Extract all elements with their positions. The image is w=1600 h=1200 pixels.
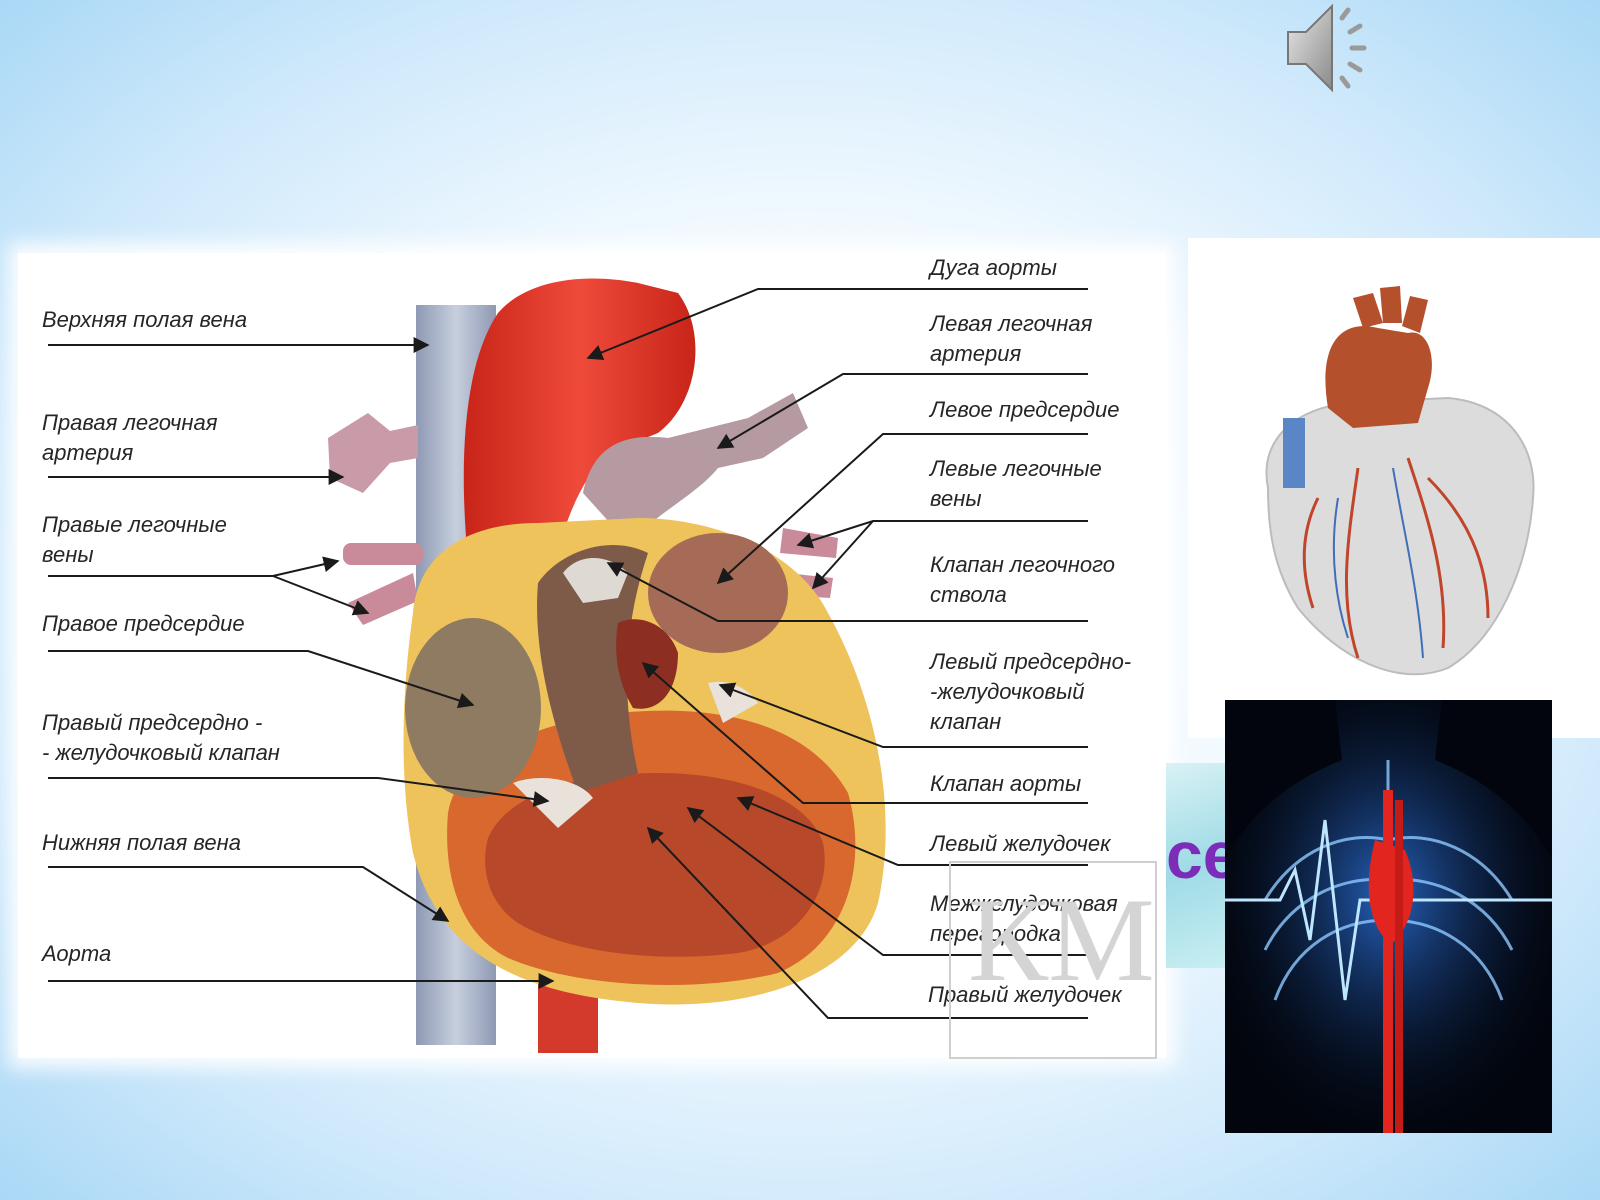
leader-line <box>686 807 1088 956</box>
right-pulmonary-vein-shape <box>343 543 423 565</box>
label-superior-vena-cava: Верхняя полая вена <box>42 307 248 332</box>
leader-line <box>272 575 370 616</box>
right-pulmonary-vein-shape <box>348 573 418 625</box>
label-right-atrium: Правое предсердие <box>42 611 245 636</box>
right-pulmonary-artery-shape <box>328 413 418 493</box>
ventricle-cavity-shape <box>485 773 825 957</box>
label-right-av-valve: Правый предсердно - - желудочковый клапа… <box>42 710 280 765</box>
label-interventricular-septum: Межжелудочковая перегородка <box>930 891 1118 946</box>
heart-diagram-panel: Верхняя полая вена Правая легочная артер… <box>18 253 1166 1058</box>
label-left-av-valve: Левый предсердно- -желудочковый клапан <box>930 649 1132 734</box>
septum-shape <box>537 544 648 793</box>
label-right-pulmonary-artery: Правая легочная артерия <box>42 410 218 465</box>
leader-line <box>48 650 475 709</box>
label-aortic-valve: Клапан аорты <box>930 771 1082 796</box>
speaker-icon[interactable] <box>1280 0 1390 100</box>
leader-line <box>736 796 1088 866</box>
leader-line <box>811 520 874 590</box>
label-inferior-vena-cava: Нижняя полая вена <box>42 830 241 855</box>
leader-line <box>718 682 1088 748</box>
label-aortic-arch: Дуга аорты <box>930 255 1057 280</box>
right-av-valve-shape <box>513 778 593 828</box>
xray-body-image <box>1225 700 1552 1133</box>
label-right-ventricle: Правый желудочек <box>928 982 1122 1007</box>
aorta-arch-shape <box>463 278 696 603</box>
leader-line <box>716 373 1088 449</box>
leader-line <box>48 777 550 807</box>
leader-line <box>646 826 1088 1019</box>
right-atrium-shape <box>405 618 541 798</box>
heart-diagram <box>48 278 1088 1053</box>
leader-line <box>48 866 450 922</box>
leader-line <box>641 661 1088 804</box>
watermark-logo: КМ <box>949 861 1157 1059</box>
leader-line <box>716 433 1088 585</box>
heart-illustration-image <box>1188 238 1600 738</box>
label-pulmonary-valve: Клапан легочного ствола <box>930 552 1115 607</box>
leader-line <box>796 520 1088 549</box>
pulmonary-trunk-shape <box>583 393 808 543</box>
label-left-atrium: Левое предсердие <box>930 397 1120 422</box>
leader-line <box>606 562 1088 622</box>
label-left-ventricle: Левый желудочек <box>930 831 1111 856</box>
left-atrium-shape <box>648 533 788 653</box>
label-left-pulmonary-artery: Левая легочная артерия <box>930 311 1093 366</box>
label-left-pulmonary-veins: Левые легочные вены <box>930 456 1102 511</box>
left-pulmonary-vein-shape <box>780 528 838 558</box>
leader-line <box>586 288 1088 360</box>
label-right-pulmonary-veins: Правые легочные вены <box>42 512 227 567</box>
decorative-strip <box>1166 763 1226 968</box>
svg-text:КМ: КМ <box>968 873 1155 1006</box>
label-aorta: Аорта <box>42 941 112 966</box>
